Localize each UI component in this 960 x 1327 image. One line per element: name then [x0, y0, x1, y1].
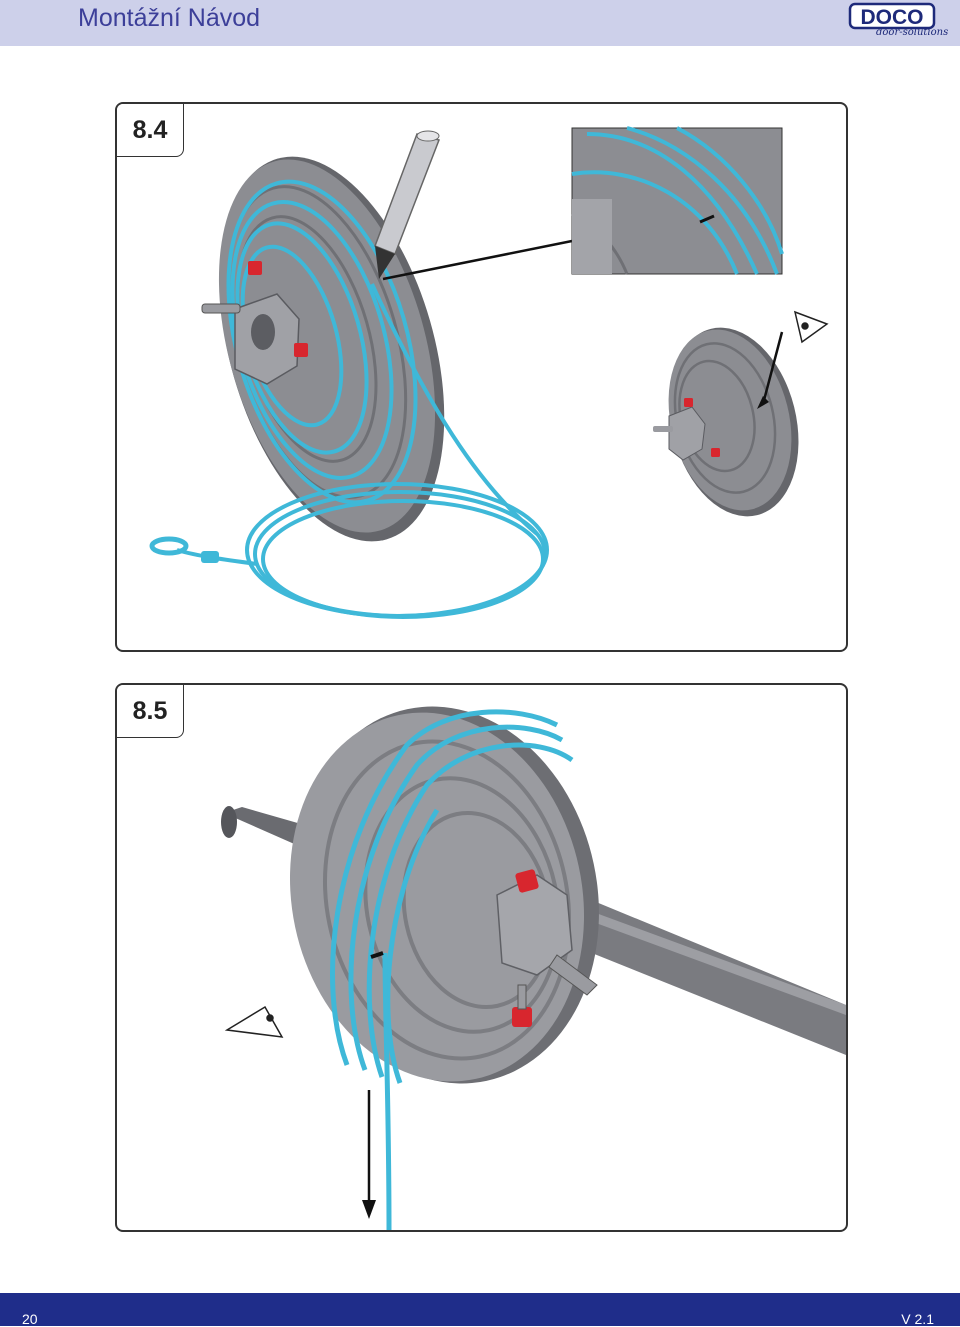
page-footer: 20 V 2.1 — [0, 1293, 960, 1327]
eye-view-icon — [224, 1005, 284, 1038]
drum-hub — [496, 874, 598, 996]
cable-drum — [289, 706, 599, 1084]
page-number: 20 — [22, 1311, 38, 1327]
doco-logo-icon: DOCO — [848, 2, 936, 30]
step-8-4-illustration — [149, 126, 829, 619]
version-label: V 2.1 — [901, 1311, 934, 1327]
eye-view-icon — [793, 310, 829, 344]
small-cable-drum — [653, 327, 799, 517]
set-screw-bolt — [248, 261, 308, 357]
cable-windings — [330, 709, 574, 1230]
marker-pen-icon — [374, 130, 440, 279]
cable-mark — [370, 951, 384, 959]
page-header: Montážní Návod DOCO door-solutions — [0, 0, 960, 46]
torsion-shaft — [221, 806, 846, 1055]
drum-hub — [201, 293, 300, 385]
step-label: 8.5 — [117, 685, 184, 738]
zoom-detail-inset — [571, 126, 784, 275]
set-screw-bolt — [512, 869, 539, 1027]
step-label: 8.4 — [117, 104, 184, 157]
logo-subtext: door-solutions — [876, 27, 949, 38]
step-panel-8-5: 8.5 — [115, 683, 848, 1232]
logo-text: DOCO — [861, 6, 924, 29]
page-title: Montážní Návod — [78, 4, 261, 32]
cable-coil — [149, 283, 549, 619]
step-8-5-illustration — [221, 706, 846, 1230]
step-panel-8-4: 8.4 — [115, 102, 848, 652]
direction-arrow-icon — [761, 331, 784, 405]
zoom-leader-line — [382, 239, 573, 281]
